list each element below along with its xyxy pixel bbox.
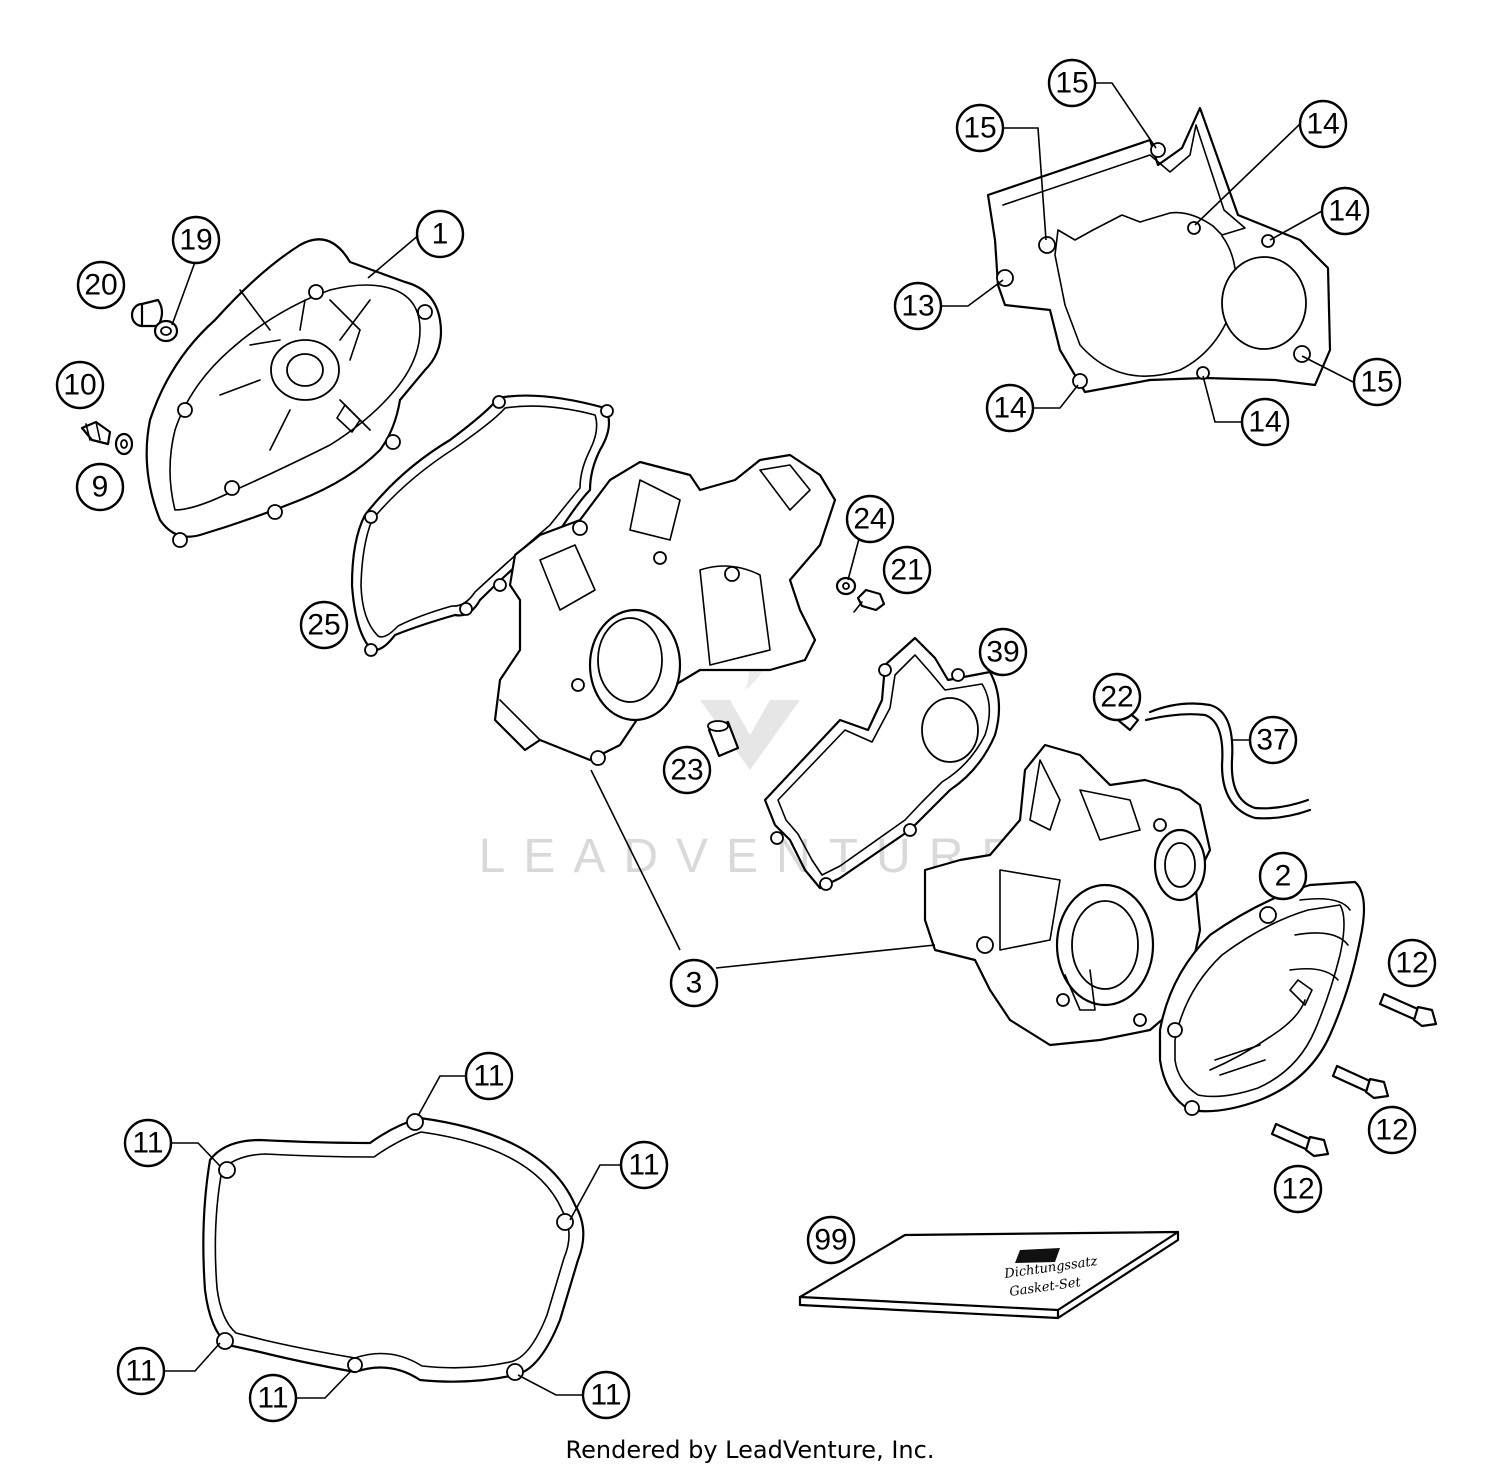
callout-15-b: 15 bbox=[955, 103, 1005, 153]
gasket-39-hole-5 bbox=[951, 668, 965, 682]
callout-label: 12 bbox=[1375, 1114, 1408, 1147]
plug-screw-part-20 bbox=[130, 298, 164, 328]
crankcase-left-part-3 bbox=[493, 453, 837, 766]
callout-13: 13 bbox=[893, 281, 943, 331]
callout-25: 25 bbox=[299, 600, 349, 650]
callout-3: 3 bbox=[669, 958, 719, 1008]
callout-label: 14 bbox=[1306, 108, 1339, 141]
callout-label: 39 bbox=[986, 636, 1019, 669]
callout-label: 11 bbox=[257, 1382, 288, 1415]
callout-label: 2 bbox=[1275, 860, 1292, 893]
gasket-39-hole-2 bbox=[903, 823, 917, 837]
callout-23: 23 bbox=[662, 745, 712, 795]
callout-19: 19 bbox=[171, 215, 221, 265]
callout-11-f: 11 bbox=[581, 1370, 631, 1420]
callout-label: 11 bbox=[628, 1149, 659, 1182]
callout-label: 12 bbox=[1395, 947, 1428, 980]
gasket-detail-top-right bbox=[986, 106, 1332, 394]
callout-label: 19 bbox=[179, 224, 212, 257]
callout-label: 3 bbox=[686, 967, 703, 1000]
gasket-set-package-part-99: Dichtungssatz Gasket-Set bbox=[798, 1230, 1180, 1320]
callout-label: 25 bbox=[307, 609, 340, 642]
callout-label: 15 bbox=[1360, 366, 1393, 399]
gasket-part-39 bbox=[763, 636, 1001, 890]
callout-22: 22 bbox=[1092, 672, 1142, 722]
gasket-39-hole-1 bbox=[878, 663, 892, 677]
callout-14-b: 14 bbox=[1320, 186, 1370, 236]
callout-label: 24 bbox=[853, 503, 886, 536]
callout-label: 15 bbox=[1055, 67, 1088, 100]
callout-21: 21 bbox=[882, 545, 932, 595]
callout-14-a: 14 bbox=[1298, 99, 1348, 149]
callout-label: 21 bbox=[890, 554, 923, 587]
callout-label: 37 bbox=[1256, 724, 1289, 757]
callout-11-e: 11 bbox=[248, 1373, 298, 1423]
gasket-25-hole-1 bbox=[492, 395, 506, 409]
callout-label: 10 bbox=[63, 369, 96, 402]
callout-label: 15 bbox=[963, 112, 996, 145]
callout-9: 9 bbox=[75, 462, 125, 512]
callout-11-b: 11 bbox=[123, 1118, 173, 1168]
gasket-25-hole-4 bbox=[459, 602, 473, 616]
callout-11-d: 11 bbox=[116, 1346, 166, 1396]
callout-37: 37 bbox=[1248, 715, 1298, 765]
callout-label: 12 bbox=[1281, 1173, 1314, 1206]
callout-24: 24 bbox=[845, 494, 895, 544]
screw-part-12-a bbox=[1378, 992, 1438, 1028]
ignition-cover-part-1 bbox=[145, 238, 443, 548]
leader-lines bbox=[163, 82, 1354, 1399]
callout-15-c: 15 bbox=[1352, 357, 1402, 407]
footer-credit: Rendered by LeadVenture, Inc. bbox=[565, 1436, 935, 1464]
callout-14-c: 14 bbox=[985, 383, 1035, 433]
callout-label: 11 bbox=[125, 1355, 156, 1388]
screw-part-10 bbox=[80, 420, 112, 446]
gasket-25-hole-5 bbox=[364, 643, 378, 657]
callout-20: 20 bbox=[76, 260, 126, 310]
gasket-39-hole-3 bbox=[770, 831, 784, 845]
gasket-39-hole-4 bbox=[819, 877, 833, 891]
gasket-25-hole-2 bbox=[600, 404, 614, 418]
screw-part-12-c bbox=[1270, 1122, 1330, 1158]
callout-label: 22 bbox=[1100, 681, 1133, 714]
callout-label: 11 bbox=[590, 1379, 621, 1412]
gasket-part-25-inner bbox=[360, 405, 598, 638]
callout-2: 2 bbox=[1258, 851, 1308, 901]
hose-part-37 bbox=[1144, 702, 1312, 820]
callout-11-a: 11 bbox=[464, 1051, 514, 1101]
callout-label: 14 bbox=[993, 392, 1026, 425]
callout-label: 14 bbox=[1248, 406, 1281, 439]
callout-10: 10 bbox=[55, 360, 105, 410]
callout-99: 99 bbox=[806, 1215, 856, 1265]
gasket-25-hole-3 bbox=[364, 510, 378, 524]
washer-part-9 bbox=[114, 432, 134, 456]
callout-11-c: 11 bbox=[619, 1140, 669, 1190]
gasket-part-39-inner bbox=[777, 654, 991, 876]
screw-part-12-b bbox=[1331, 1064, 1390, 1100]
callout-label: 9 bbox=[92, 471, 109, 504]
callout-label: 1 bbox=[432, 218, 449, 251]
clutch-cover-gasket-part-11 bbox=[202, 1113, 585, 1383]
callout-39: 39 bbox=[978, 627, 1028, 677]
callout-label: 11 bbox=[473, 1060, 504, 1093]
callout-15-a: 15 bbox=[1047, 58, 1097, 108]
callout-1: 1 bbox=[415, 209, 465, 259]
callout-label: 99 bbox=[814, 1224, 847, 1257]
callout-label: 23 bbox=[670, 754, 703, 787]
seal-ring-part-19 bbox=[153, 319, 179, 343]
callout-12-a: 12 bbox=[1387, 938, 1437, 988]
screw-part-21 bbox=[853, 588, 886, 613]
clutch-cover-part-2 bbox=[1158, 880, 1366, 1116]
dowel-sleeve-part-23 bbox=[707, 720, 740, 758]
callout-label: 13 bbox=[901, 290, 934, 323]
callout-12-c: 12 bbox=[1273, 1164, 1323, 1214]
callout-label: 11 bbox=[132, 1127, 163, 1160]
callout-14-d: 14 bbox=[1240, 397, 1290, 447]
crankcase-right-part-3 bbox=[923, 743, 1212, 1047]
callout-label: 14 bbox=[1328, 195, 1361, 228]
gasket-39-bore bbox=[921, 697, 979, 763]
callout-label: 20 bbox=[84, 269, 117, 302]
callout-12-b: 12 bbox=[1367, 1105, 1417, 1155]
washer-part-24 bbox=[835, 576, 857, 596]
